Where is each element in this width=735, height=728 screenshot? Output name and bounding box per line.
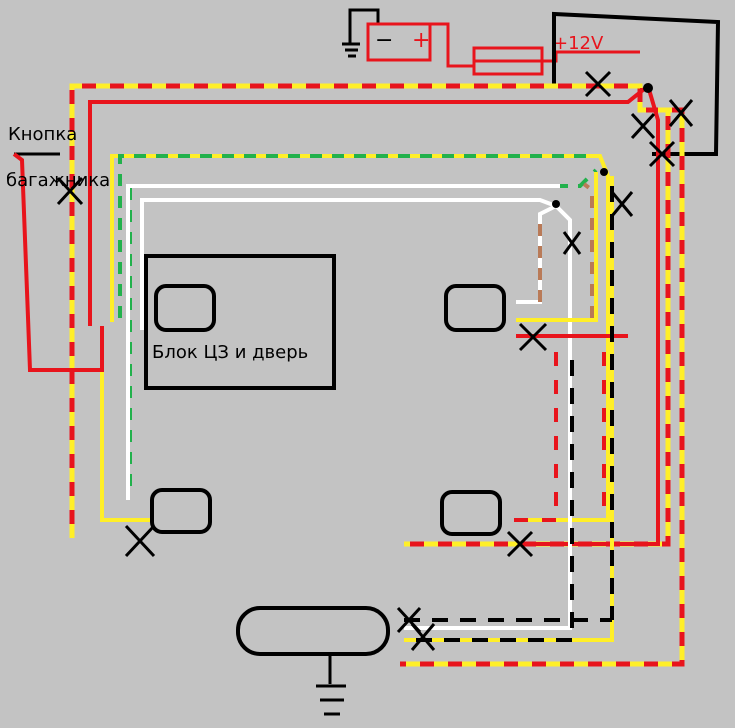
yellow-left-wire xyxy=(100,330,152,522)
battery-symbol xyxy=(366,22,432,62)
junction-dot-inner xyxy=(552,200,560,208)
battery-minus-sign: − xyxy=(375,28,393,53)
battery-ground-lead xyxy=(348,8,380,24)
white-outer-wire xyxy=(126,184,560,500)
battery-group: − + +12V xyxy=(342,8,640,76)
black-dashed-bottom-wire xyxy=(404,360,574,642)
ground-symbol-bottom xyxy=(316,654,346,716)
cut-mark-trunk-2 xyxy=(410,623,436,651)
green-upper-wire xyxy=(118,154,590,318)
white-inner-wire xyxy=(140,198,572,630)
white-brown-wire xyxy=(516,204,557,304)
cut-mark-left-top xyxy=(56,176,84,206)
cut-mark-top-right-1 xyxy=(584,70,612,98)
right-red-yellow-wire xyxy=(400,107,685,667)
red-dashed-inner-wire xyxy=(504,352,558,522)
trunk-button-wire xyxy=(12,152,104,372)
battery-plus-wire xyxy=(430,22,474,68)
cut-marks xyxy=(56,70,694,651)
cut-mark-left-bottom xyxy=(124,524,156,558)
rear-right-door-actuator xyxy=(440,490,502,536)
junction-dot-right xyxy=(600,168,608,176)
cut-mark-top-right-3 xyxy=(668,99,694,127)
rear-left-door-actuator xyxy=(150,488,212,534)
battery-plus-sign: + xyxy=(412,28,430,53)
cut-mark-right-inner xyxy=(562,231,582,255)
trunk-actuator xyxy=(236,606,390,656)
yellow-right-inner-wire xyxy=(516,172,598,322)
cut-mark-right-bottom xyxy=(506,530,534,558)
cut-mark-right-upper xyxy=(610,191,634,217)
central-lock-block xyxy=(144,254,336,390)
yellow-bottom-wire xyxy=(404,176,614,642)
outer-red-yellow-wire xyxy=(69,83,671,547)
trunk-button-label-line1: Кнопка xyxy=(8,124,77,145)
front-right-door-actuator xyxy=(444,284,506,332)
central-lock-label: Блок ЦЗ и дверь xyxy=(152,342,308,363)
yellow-upper-wire xyxy=(110,154,610,522)
black-feed-wire xyxy=(552,11,721,156)
junction-dot-top xyxy=(643,83,653,93)
cut-mark-top-right-4 xyxy=(648,140,676,168)
front-left-door-actuator xyxy=(154,284,216,332)
cut-mark-right-mid xyxy=(518,322,548,352)
voltage-label: +12V xyxy=(553,33,604,54)
cut-mark-top-right-2 xyxy=(630,112,656,140)
brown-wire-right xyxy=(582,182,594,318)
trunk-button-label-line2: багажника xyxy=(6,170,110,191)
